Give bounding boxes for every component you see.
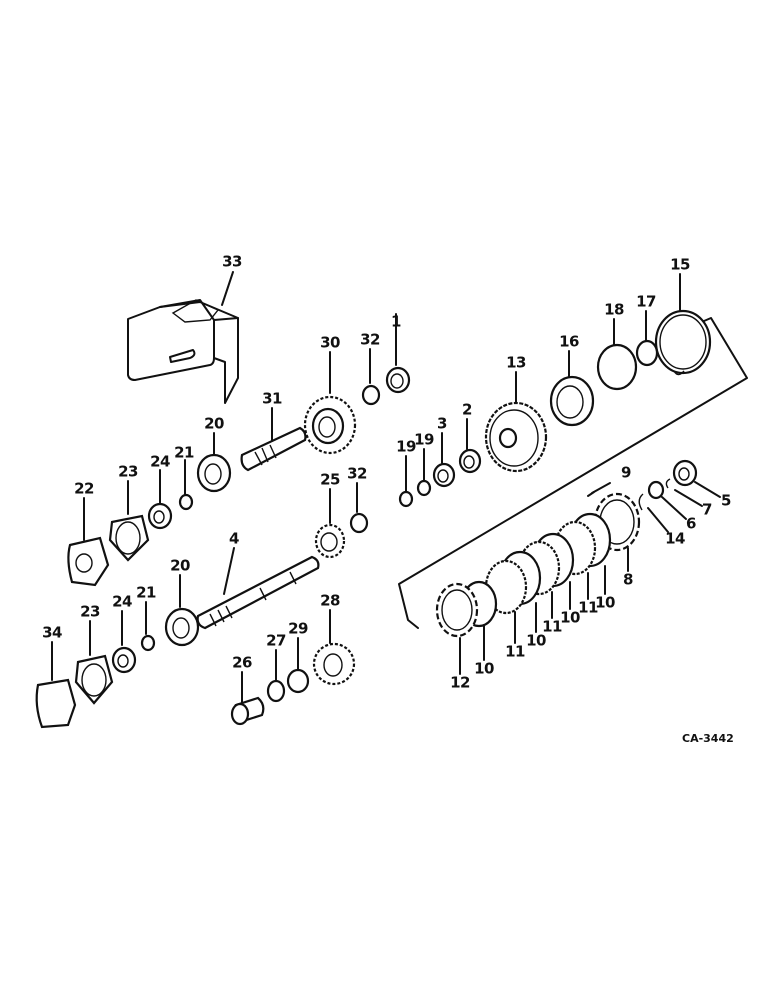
part-32-ring-lower <box>349 482 369 534</box>
part-label-14: 14 <box>665 529 685 548</box>
part-label-34: 34 <box>42 623 62 642</box>
part-17-ring <box>635 310 659 367</box>
part-label-21a: 21 <box>174 443 194 462</box>
part-label-16: 16 <box>559 332 579 351</box>
part-label-11b: 11 <box>542 617 562 636</box>
part-12-end-plate <box>435 582 479 675</box>
part-label-9: 9 <box>621 463 631 482</box>
part-label-15: 15 <box>670 255 690 274</box>
part-14-snap-ring <box>638 493 669 533</box>
part-label-24b: 24 <box>112 592 132 611</box>
part-23-gasket-upper <box>108 480 150 562</box>
part-2-bearing <box>458 418 482 474</box>
part-label-19b: 19 <box>414 430 434 449</box>
part-20-bearing-upper <box>196 432 232 493</box>
part-label-22: 22 <box>74 479 94 498</box>
part-label-28: 28 <box>320 591 340 610</box>
part-28-gear <box>312 609 356 686</box>
part-label-30: 30 <box>320 333 340 352</box>
part-label-10c: 10 <box>526 631 546 650</box>
part-9-pin <box>587 482 611 497</box>
part-label-6: 6 <box>686 514 696 533</box>
part-label-11a: 11 <box>578 598 598 617</box>
part-label-26: 26 <box>232 653 252 672</box>
part-19-ring-b <box>416 448 432 497</box>
part-13-clutch-drum <box>484 371 548 473</box>
part-label-20a: 20 <box>204 414 224 433</box>
part-label-24a: 24 <box>150 452 170 471</box>
part-19-ring-a <box>398 455 414 508</box>
part-label-19a: 19 <box>396 437 416 456</box>
part-label-10d: 10 <box>474 659 494 678</box>
part-label-25: 25 <box>320 470 340 489</box>
part-25-gear <box>314 488 346 559</box>
part-label-8: 8 <box>623 570 633 589</box>
part-18-ring <box>596 318 638 391</box>
part-34-cover <box>35 641 77 729</box>
part-label-17: 17 <box>636 292 656 311</box>
part-20-bearing-lower <box>164 574 200 647</box>
part-label-23a: 23 <box>118 462 138 481</box>
part-label-18: 18 <box>604 300 624 319</box>
drawing-reference-code: CA-3442 <box>682 732 734 745</box>
part-7-snap-ring <box>665 478 703 507</box>
part-31-shaft <box>240 407 307 472</box>
part-4-main-shaft <box>196 547 320 630</box>
part-32-ring-upper <box>361 348 381 406</box>
clutch-pack-bracket <box>398 317 748 629</box>
part-1-bearing <box>385 313 411 394</box>
part-label-10a: 10 <box>595 593 615 612</box>
part-label-31: 31 <box>262 389 282 408</box>
part-label-2: 2 <box>462 400 472 419</box>
part-label-4: 4 <box>229 529 239 548</box>
part-label-10b: 10 <box>560 608 580 627</box>
part-label-33: 33 <box>222 252 242 271</box>
part-29-bushing <box>286 637 310 694</box>
part-3-bearing <box>432 432 456 488</box>
part-22-cover <box>67 497 110 587</box>
part-21-snap-ring-lower <box>140 601 156 652</box>
part-label-12: 12 <box>450 673 470 692</box>
part-15-seal-ring <box>654 273 712 376</box>
part-label-21b: 21 <box>136 583 156 602</box>
part-label-7: 7 <box>702 500 712 519</box>
part-33-shield <box>127 271 239 404</box>
part-27-washer <box>266 649 286 703</box>
part-23-gasket-lower <box>74 620 114 705</box>
part-6-washer <box>647 480 687 520</box>
part-label-29: 29 <box>288 619 308 638</box>
part-label-3: 3 <box>437 414 447 433</box>
part-label-20b: 20 <box>170 556 190 575</box>
part-30-gear <box>303 351 357 455</box>
part-label-32a: 32 <box>360 330 380 349</box>
part-label-27: 27 <box>266 631 286 650</box>
part-24-seal-upper <box>147 469 173 530</box>
part-label-23b: 23 <box>80 602 100 621</box>
part-21-snap-ring-upper <box>178 459 194 511</box>
part-26-pin <box>230 671 265 726</box>
part-16-seal <box>549 350 595 427</box>
part-label-5: 5 <box>721 491 731 510</box>
part-24-seal-lower <box>111 610 137 674</box>
part-label-11c: 11 <box>505 642 525 661</box>
part-label-13: 13 <box>506 353 526 372</box>
part-label-1: 1 <box>391 312 401 331</box>
part-5-bearing <box>672 459 721 498</box>
part-label-32b: 32 <box>347 464 367 483</box>
